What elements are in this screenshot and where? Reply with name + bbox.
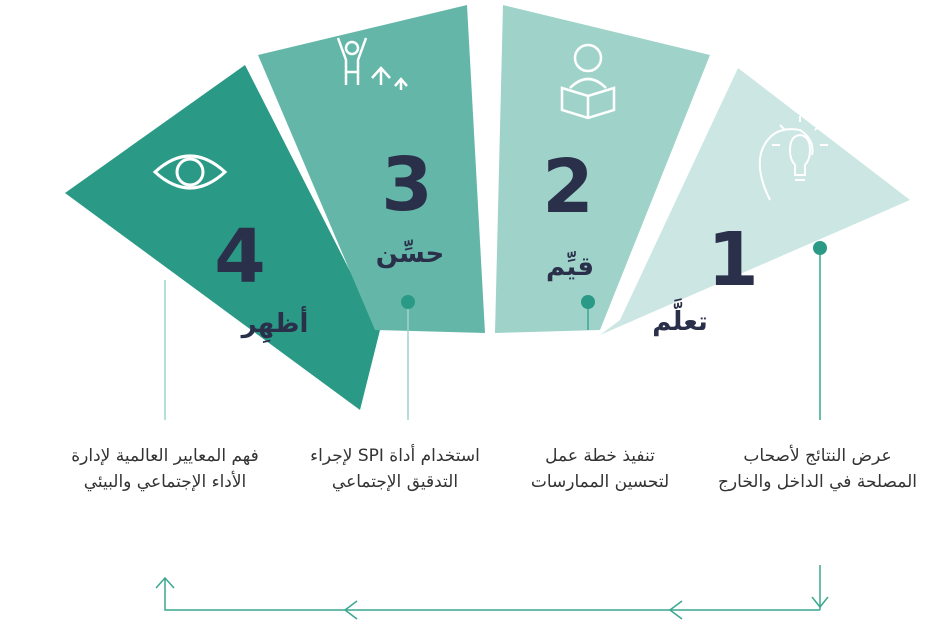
connector-dot-3 bbox=[401, 295, 415, 309]
cycle-flow-arrow bbox=[155, 565, 829, 620]
step-4-title: أظهِر bbox=[240, 306, 309, 344]
segment-2 bbox=[495, 5, 710, 333]
step-2-title: قيِّم bbox=[546, 252, 594, 282]
step-4-number: 4 bbox=[214, 214, 266, 300]
person-arrows-up-icon bbox=[336, 37, 408, 90]
connector-dot-1 bbox=[813, 241, 827, 255]
step-3-number: 3 bbox=[381, 142, 433, 228]
step-2-number: 2 bbox=[542, 144, 594, 230]
segment-4 bbox=[65, 65, 380, 410]
person-reading-book-icon bbox=[560, 43, 616, 120]
eye-icon bbox=[152, 154, 228, 190]
step-3-title: حسِّن bbox=[376, 239, 445, 269]
step-4-description: فهم المعايير العالمية لإدارة الأداء الإج… bbox=[71, 446, 259, 492]
segment-3 bbox=[258, 5, 485, 333]
connector-dot-2 bbox=[581, 295, 595, 309]
step-1-number: 1 bbox=[707, 217, 759, 303]
segment-1 bbox=[600, 68, 910, 335]
step-1-description: عرض النتائج لأصحاب المصلحة في الداخل وال… bbox=[717, 446, 918, 492]
lightbulb-head-icon bbox=[758, 116, 828, 201]
step-3-description: استخدام أداة SPI لإجراء التدقيق الإجتماع… bbox=[310, 446, 480, 492]
step-2-description: تنفيذ خطة عمل لتحسين الممارسات bbox=[530, 446, 670, 492]
